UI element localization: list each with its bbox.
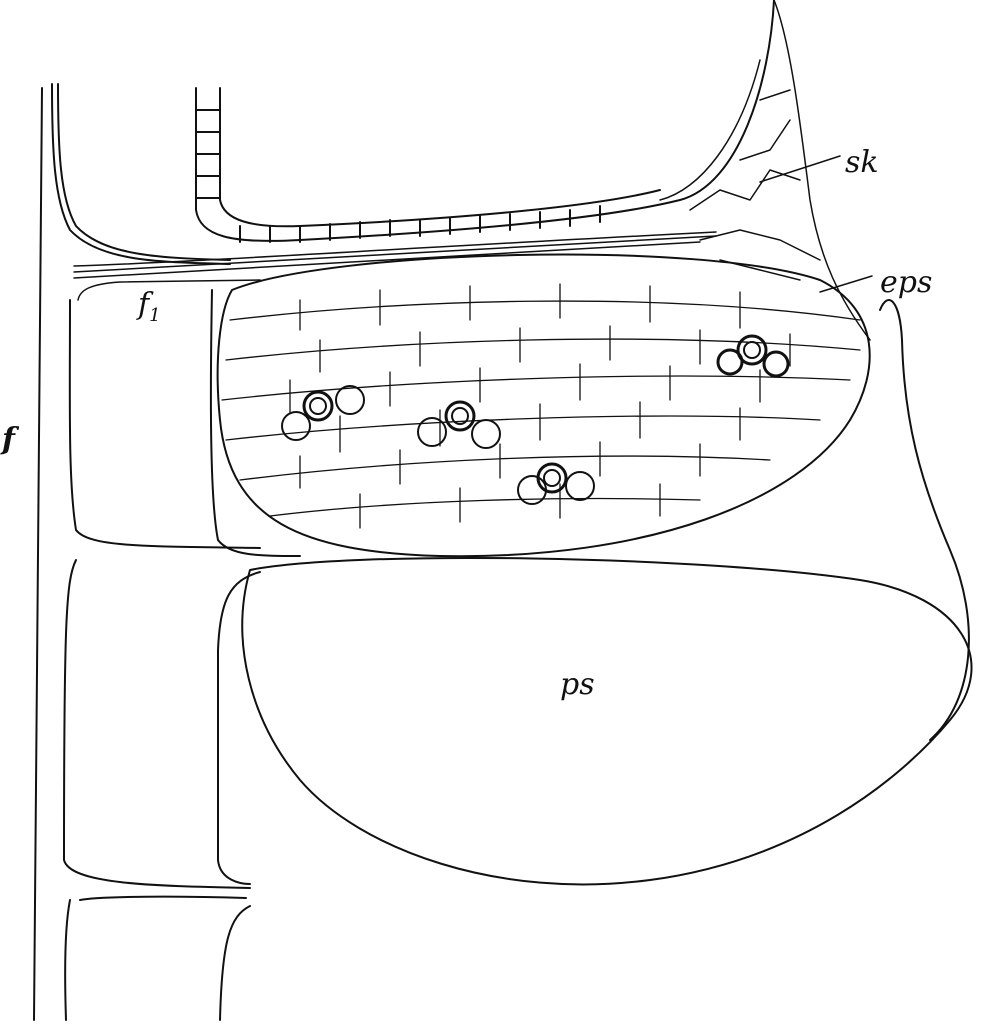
label-sk: sk — [845, 145, 879, 180]
label-f1-sub: 1 — [149, 305, 161, 326]
ps-body — [241, 556, 973, 886]
label-f1-main: f — [138, 287, 150, 322]
label-f1: f1 — [138, 290, 161, 325]
label-f: f — [2, 422, 15, 457]
upper-cell-column — [195, 0, 775, 243]
indusium-flap — [879, 299, 970, 741]
eps-leader — [819, 275, 873, 293]
sporangium-eps — [209, 253, 871, 558]
label-eps: eps — [880, 265, 933, 300]
sclerenchyma-sk — [659, 0, 871, 341]
spore-cluster — [281, 334, 790, 505]
filament-f1 — [73, 231, 717, 301]
sk-leader — [759, 155, 841, 183]
left-cells — [63, 299, 261, 1021]
label-ps: ps — [560, 667, 595, 702]
filament-f — [33, 83, 231, 1021]
